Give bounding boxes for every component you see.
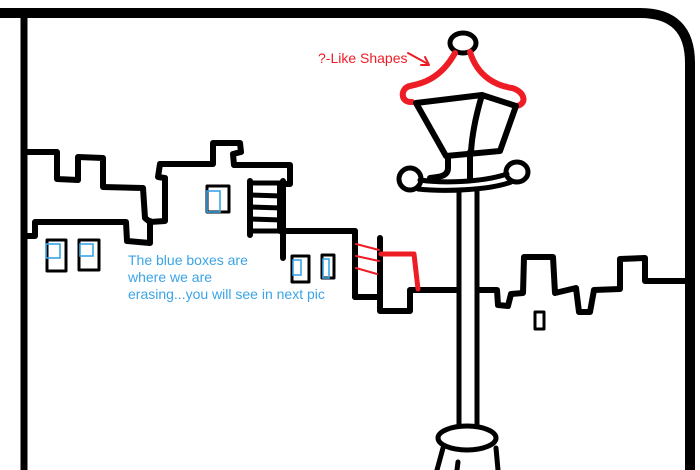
- cap-right-curve: [467, 49, 527, 109]
- note-line-3: erasing...you will see in next pic: [128, 286, 325, 302]
- note-line-1: The blue boxes are: [128, 252, 248, 268]
- lamp-finial: [447, 30, 479, 56]
- panel-frame: [0, 8, 695, 470]
- erase-note: The blue boxes are where we are erasing.…: [128, 252, 368, 303]
- cap-left-curve: [399, 50, 458, 105]
- highlight-stripes: [355, 243, 421, 292]
- skyline-left: [21, 140, 461, 314]
- shape-label: ?-Like Shapes: [318, 50, 408, 66]
- street-lamp: [396, 30, 531, 470]
- erase-markers: [45, 190, 330, 279]
- note-line-2: where we are: [128, 269, 213, 285]
- annotation-arrow: [407, 52, 430, 66]
- skyline-right: [475, 254, 691, 315]
